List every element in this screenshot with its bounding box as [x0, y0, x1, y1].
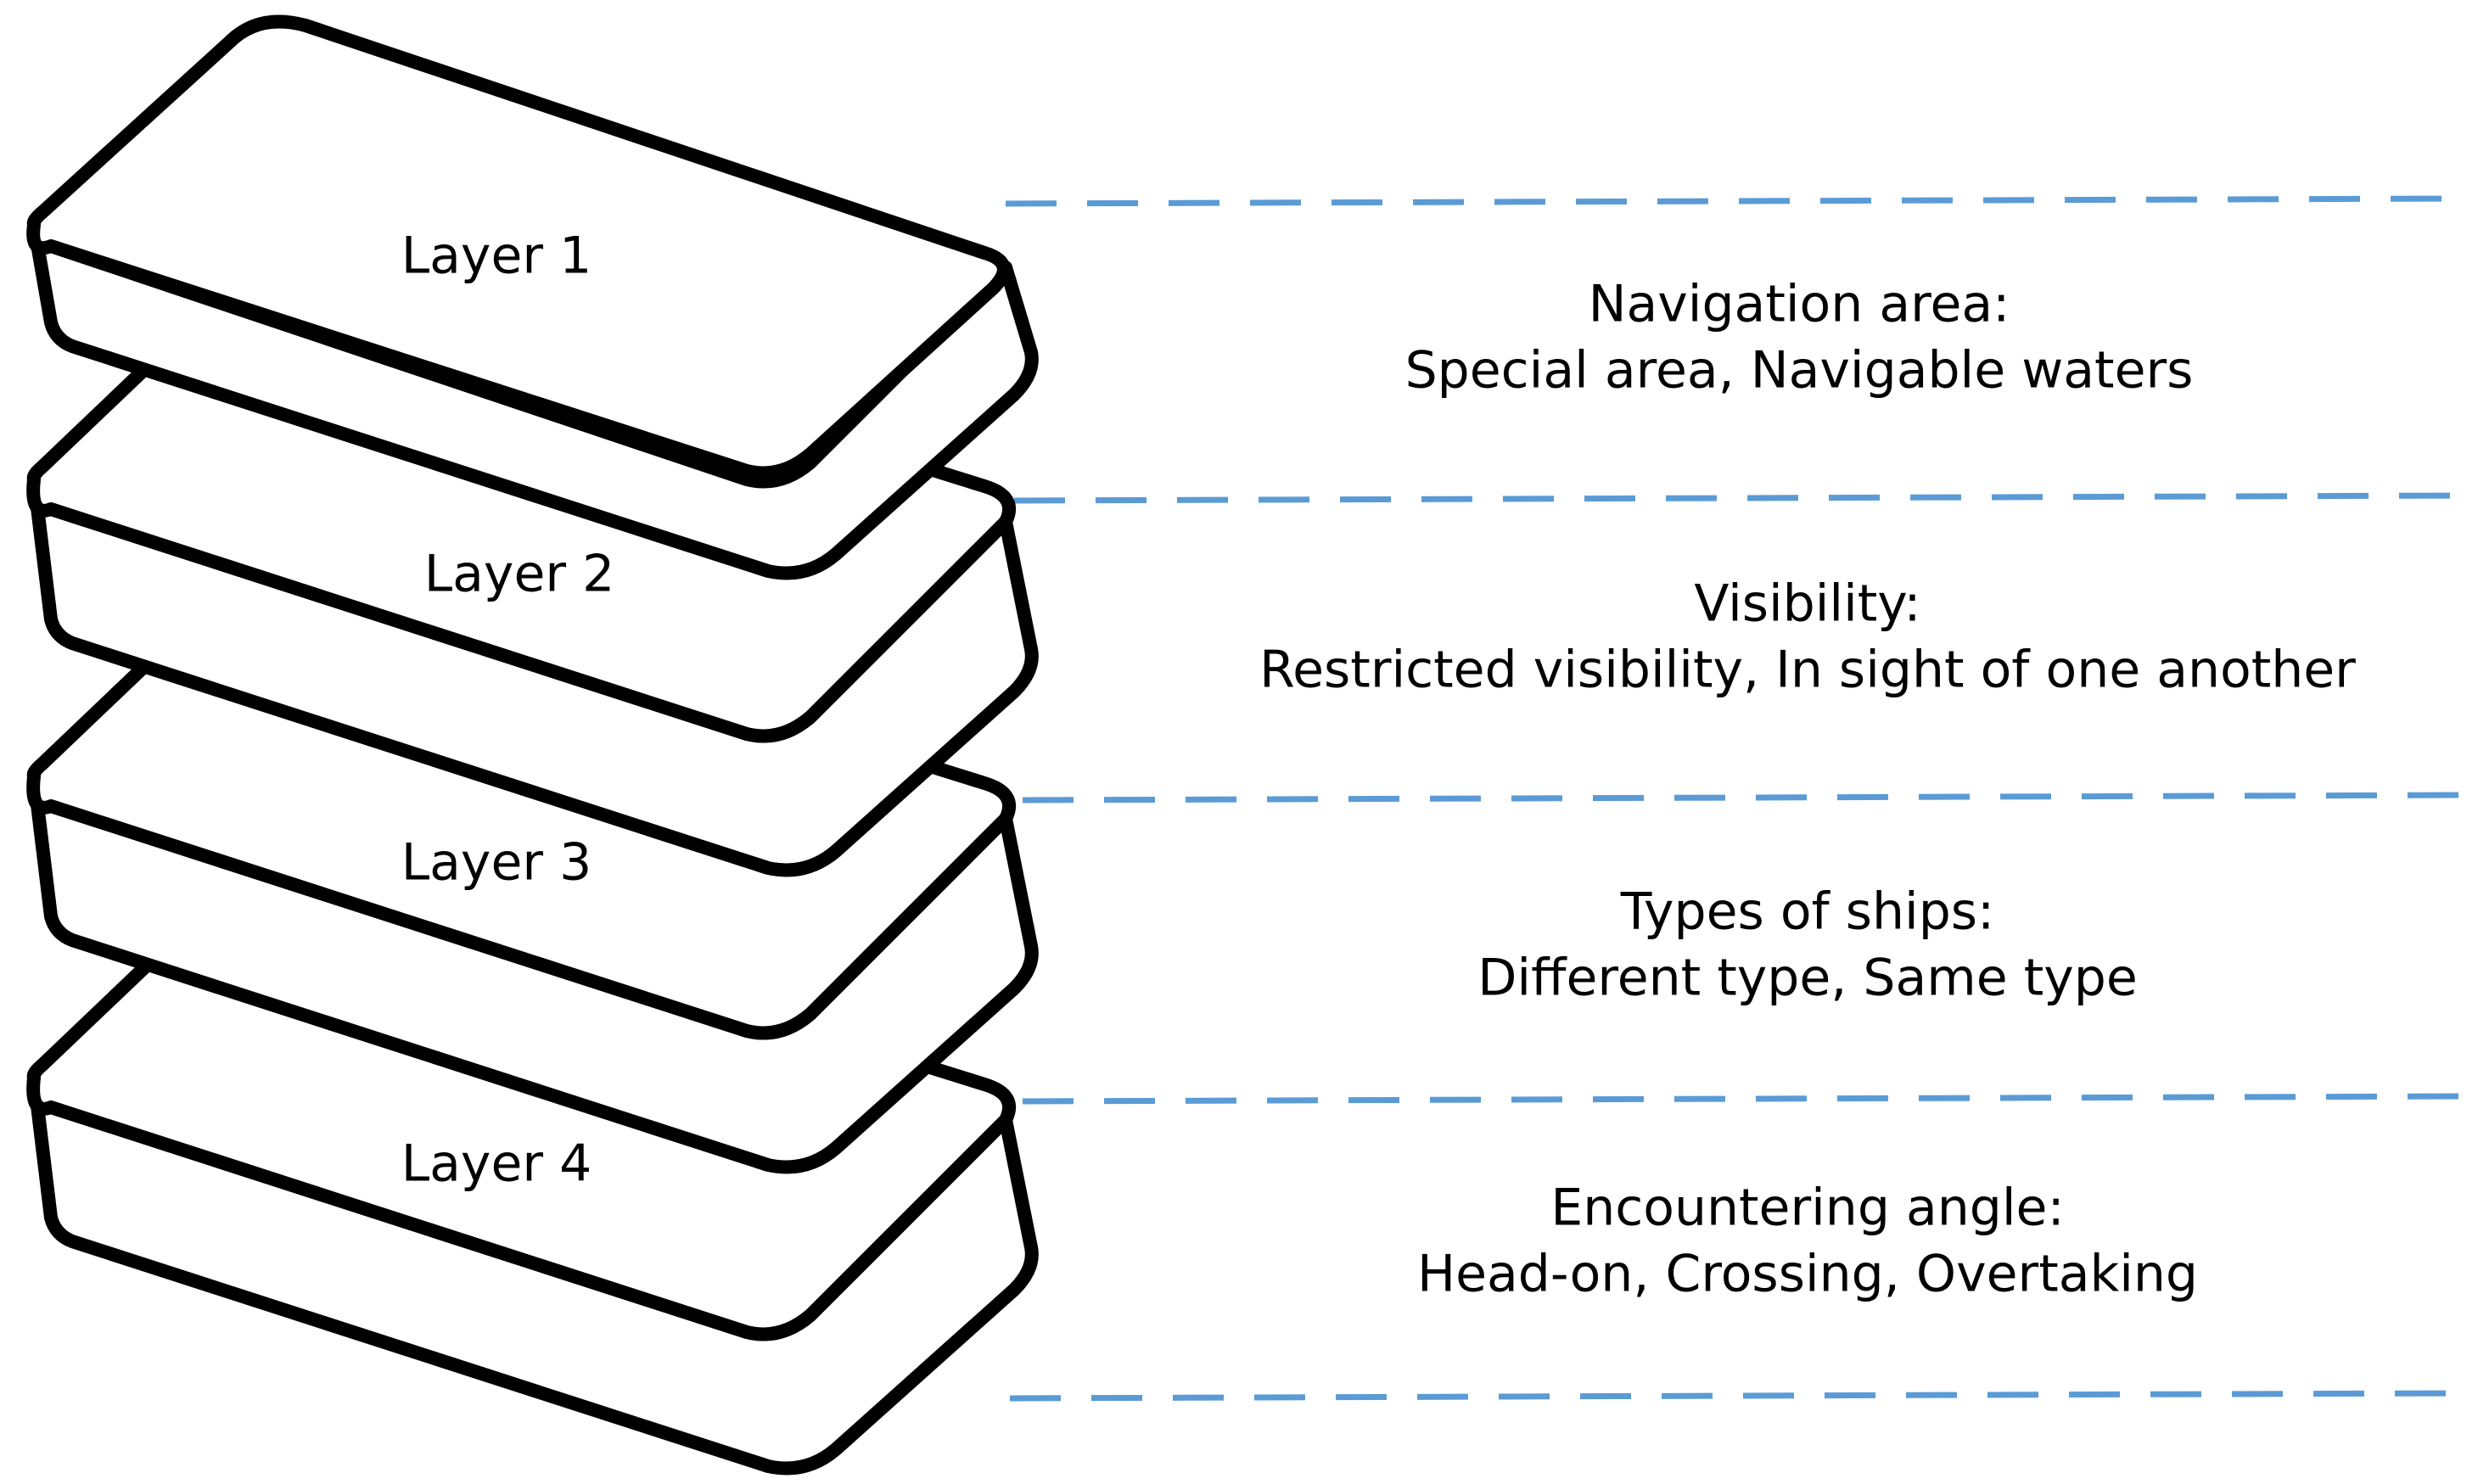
description-2-category: Visibility:	[1694, 574, 1920, 634]
layer-1-label: Layer 1	[401, 227, 592, 286]
description-3-values: Different type, Same type	[1477, 949, 2138, 1008]
layer-2-label: Layer 2	[424, 545, 615, 604]
layer-4-label: Layer 4	[401, 1134, 592, 1194]
separator-3	[1022, 792, 2466, 804]
description-layer-1: Navigation area: Special area, Navigable…	[1405, 275, 2194, 400]
description-4-values: Head-on, Crossing, Overtaking	[1417, 1245, 2198, 1304]
description-3-category: Types of ships:	[1620, 882, 1995, 942]
separator-4	[1022, 1093, 2470, 1105]
separator-5	[1009, 1390, 2466, 1402]
description-layer-3: Types of ships: Different type, Same typ…	[1477, 882, 2138, 1008]
description-4-category: Encountering angle:	[1550, 1179, 2064, 1238]
layer-1-top	[26, 14, 1011, 480]
separator-2	[1013, 492, 2466, 504]
description-2-values: Restricted visibility, In sight of one a…	[1259, 641, 2356, 700]
layer-3-label: Layer 3	[401, 833, 592, 893]
description-layer-4: Encountering angle: Head-on, Crossing, O…	[1417, 1179, 2198, 1304]
layer-descriptions: Navigation area: Special area, Navigable…	[1259, 275, 2356, 1304]
description-layer-2: Visibility: Restricted visibility, In si…	[1259, 574, 2356, 700]
description-1-values: Special area, Navigable waters	[1405, 341, 2194, 400]
layer-1-slab: Layer 1	[26, 14, 1039, 580]
separator-1	[1005, 195, 2462, 207]
description-1-category: Navigation area:	[1589, 275, 2010, 334]
